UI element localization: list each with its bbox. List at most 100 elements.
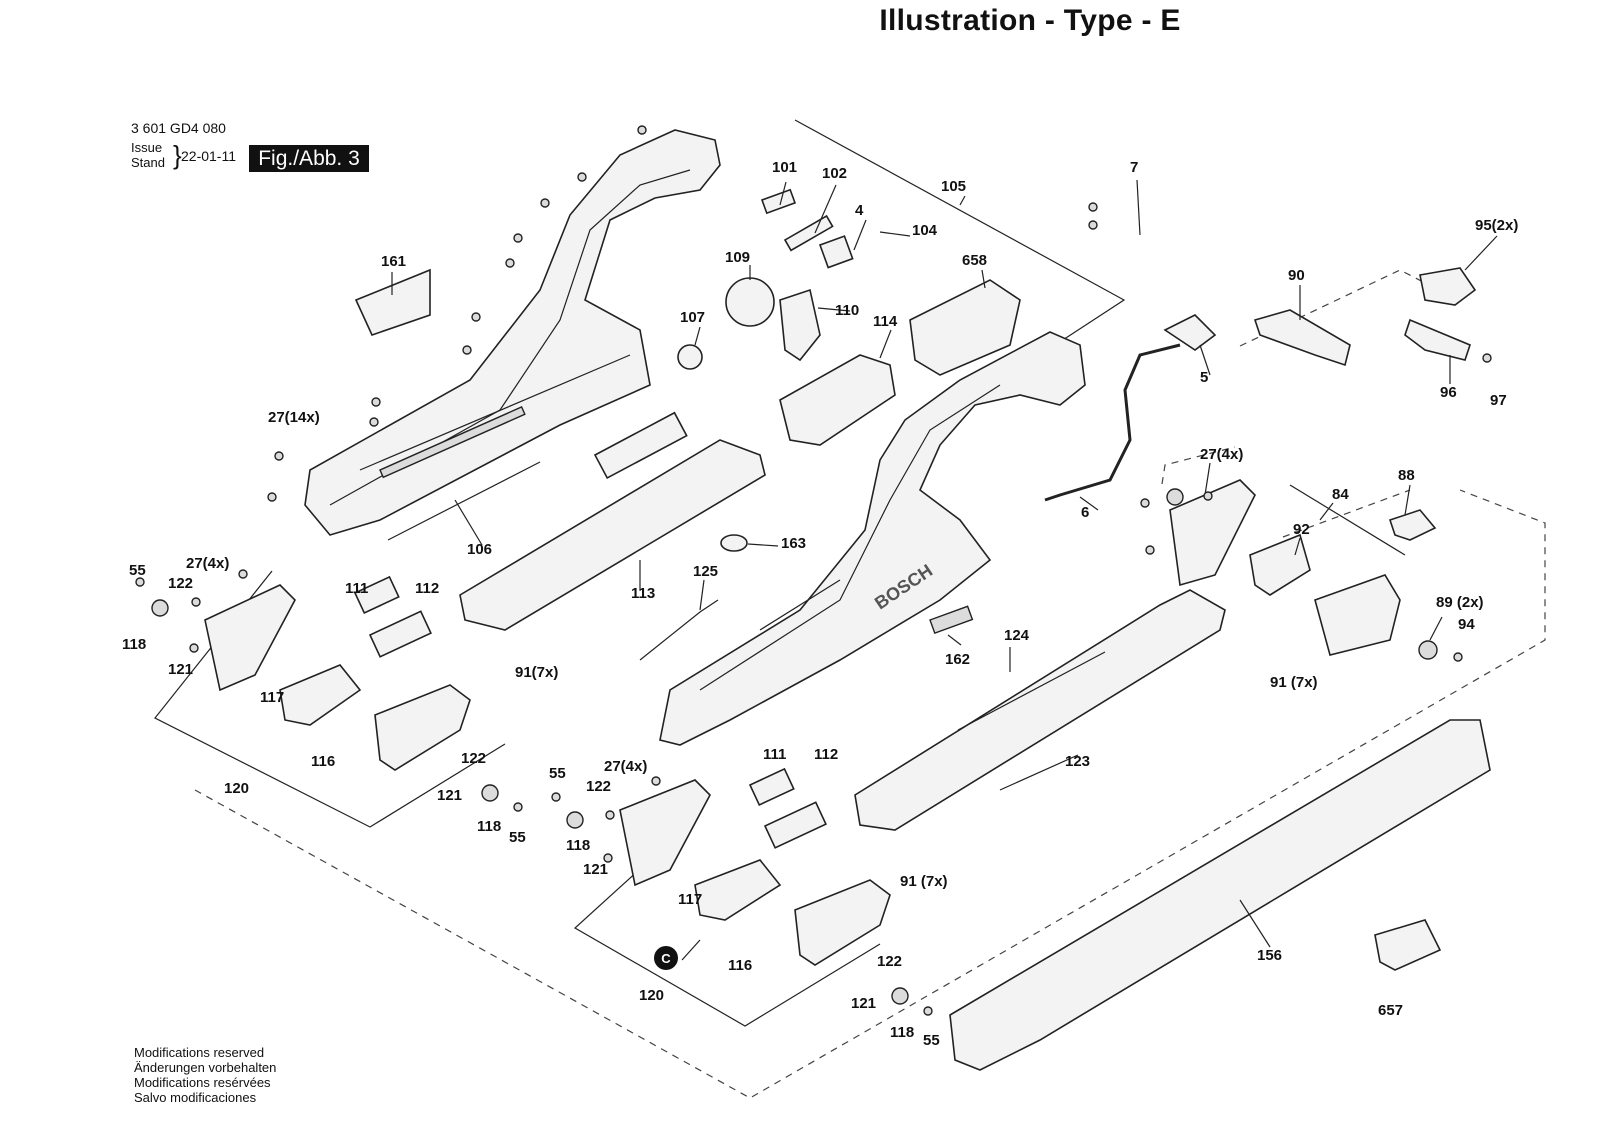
callout-label: 124 <box>1004 627 1030 644</box>
part-125 <box>639 599 719 661</box>
callout-label: 120 <box>224 780 249 797</box>
issue-brace: } <box>173 140 182 170</box>
end-caps <box>204 479 1401 966</box>
callout-label: 95(2x) <box>1475 217 1518 234</box>
small-parts <box>353 188 1477 971</box>
callout-label: 657 <box>1378 1002 1403 1019</box>
callout-label: 111 <box>763 746 786 763</box>
part-163 <box>720 534 748 552</box>
issue-label-en: Issue <box>131 140 163 155</box>
document-number: 3 601 GD4 080 <box>131 120 226 136</box>
left-handle-housing <box>304 129 721 536</box>
callout-label: 658 <box>962 252 987 269</box>
leader-lines <box>391 179 1498 961</box>
part-107 <box>677 344 703 370</box>
part-102 <box>783 214 834 252</box>
callout-label: 89 (2x) <box>1436 594 1484 611</box>
callout-label: 88 <box>1398 467 1415 484</box>
issue-label-de: Stand <box>131 155 165 170</box>
part-96 <box>1404 318 1471 361</box>
part-658 <box>909 279 1021 376</box>
callout-label: 122 <box>877 953 902 970</box>
tube-114 <box>779 354 896 446</box>
part-111-upper <box>353 575 400 615</box>
callout-label: 104 <box>912 222 938 239</box>
callout-label: 118 <box>122 636 146 653</box>
part-101 <box>760 188 797 215</box>
modifications-notice: Modifications reserved Änderungen vorbeh… <box>134 1045 276 1105</box>
part-88 <box>1388 509 1437 541</box>
callout-label: 102 <box>822 165 847 182</box>
callout-label: 106 <box>467 541 492 558</box>
part-109 <box>725 277 775 327</box>
part-108 <box>593 411 688 480</box>
callout-label: 122 <box>586 778 611 795</box>
callout-label: 90 <box>1288 267 1305 284</box>
callout-label: 118 <box>890 1024 914 1041</box>
issue-label: Issue Stand <box>131 140 165 170</box>
frame-84 <box>1289 484 1406 556</box>
callout-label: 162 <box>945 651 970 668</box>
callout-label: 4 <box>855 202 864 219</box>
tube-113 <box>459 439 766 631</box>
callout-label: 111 <box>345 580 368 597</box>
callout-label: 107 <box>680 309 705 326</box>
callout-label: 112 <box>814 746 838 763</box>
page-title: Illustration - Type - E <box>879 4 1181 37</box>
callout-label: 92 <box>1293 521 1310 538</box>
power-cord-6 <box>1044 343 1181 502</box>
tube-156 <box>949 719 1491 1071</box>
callout-label: 118 <box>477 818 501 835</box>
callout-label: 123 <box>1065 753 1090 770</box>
callout-label: 117 <box>678 891 702 908</box>
callout-label: 5 <box>1200 369 1208 386</box>
callout-labels: 7 101 102 105 4 104 95(2x) 161 109 658 9… <box>122 159 1518 1049</box>
callout-label: 116 <box>728 957 752 974</box>
callout-label: 27(14x) <box>268 409 320 426</box>
figure-label: Fig./Abb. 3 <box>249 145 369 172</box>
callout-label: 91(7x) <box>515 664 558 681</box>
callout-label: 122 <box>461 750 486 767</box>
dashed-frame-rear <box>1161 446 1236 485</box>
callout-label: 55 <box>923 1032 940 1049</box>
callout-label: 110 <box>835 302 859 319</box>
callout-label: 97 <box>1490 392 1507 409</box>
callout-label: 161 <box>381 253 406 270</box>
callout-label: 121 <box>583 861 608 878</box>
part-90 <box>1253 309 1351 367</box>
callout-label: 105 <box>941 178 966 195</box>
callout-label: 114 <box>873 313 898 330</box>
callout-label: 55 <box>129 562 146 579</box>
circle-marker <box>654 946 678 970</box>
part-95 <box>1419 267 1477 306</box>
part-106 <box>387 461 541 541</box>
callout-label: 121 <box>437 787 462 804</box>
dashed-frame-main <box>194 489 1546 1099</box>
callout-label: 27(4x) <box>186 555 229 572</box>
callout-label: 125 <box>693 563 718 580</box>
dashed-lead-1 <box>1282 489 1411 538</box>
part-657 <box>1374 919 1442 971</box>
part-162 <box>929 605 974 635</box>
callout-label: 27(4x) <box>1200 446 1243 463</box>
part-111-lower <box>748 767 795 807</box>
callout-label: 117 <box>260 689 284 706</box>
callout-label: 113 <box>631 585 655 602</box>
part-112-upper <box>368 610 432 658</box>
callout-label: 27(4x) <box>604 758 647 775</box>
tube-123 <box>854 589 1226 831</box>
callout-label: 6 <box>1081 504 1089 521</box>
callout-label: 120 <box>639 987 664 1004</box>
callout-label: 112 <box>415 580 439 597</box>
callout-label: 118 <box>566 837 590 854</box>
part-112-lower <box>763 801 827 849</box>
notice-line-es: Salvo modificaciones <box>134 1090 257 1105</box>
part-124 <box>957 651 1106 731</box>
callout-label: 163 <box>781 535 806 552</box>
callout-label: 156 <box>1257 947 1282 964</box>
callout-label: 7 <box>1130 159 1138 176</box>
power-plug-5 <box>1163 314 1217 351</box>
notice-line-fr: Modifications resérvées <box>134 1075 271 1090</box>
right-handle-housing <box>659 331 1086 746</box>
